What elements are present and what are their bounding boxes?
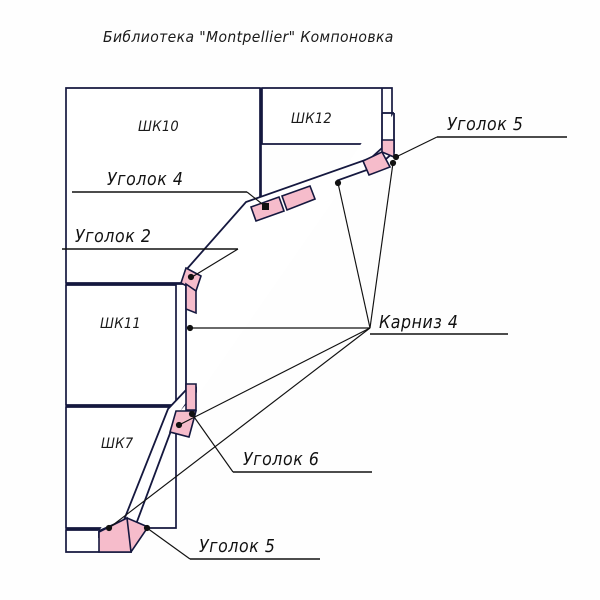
joint-elbow-lower bbox=[169, 410, 198, 438]
leader-karniz-bottom bbox=[108, 327, 371, 529]
leader-ugolok2 bbox=[191, 248, 239, 278]
shk11-box bbox=[65, 284, 177, 406]
joint-vertical-upper bbox=[185, 282, 197, 315]
leader-dot-karniz-horizontal bbox=[186, 324, 194, 332]
divider-lines bbox=[66, 88, 383, 530]
leader-dot-ugolok5-bottom bbox=[143, 524, 151, 532]
joint-bottom-horizontal bbox=[98, 516, 132, 553]
cabinet-label-shk11: ШК11 bbox=[100, 316, 141, 332]
leader-dot-ugolok6 bbox=[188, 410, 196, 418]
leader-ugolok5-bottom bbox=[146, 527, 191, 560]
leader-ugolok5-top bbox=[395, 136, 438, 158]
leader-dot-karniz-upper-diagonal bbox=[334, 179, 342, 187]
leader-karniz-lower-diagonal bbox=[178, 327, 371, 426]
cornice-joints bbox=[98, 139, 395, 554]
leader-dot-ugolok4 bbox=[262, 203, 269, 210]
part-label-ugolok-5-bottom: Уголок 5 bbox=[199, 537, 276, 557]
leader-dot-ugolok2 bbox=[187, 273, 195, 281]
leader-karniz-upper-diagonal bbox=[337, 182, 371, 329]
part-label-ugolok-4: Уголок 4 bbox=[107, 170, 184, 190]
leader-dot-karniz-top-right bbox=[389, 159, 397, 167]
joint-diagonal-upper bbox=[280, 184, 317, 212]
leader-karniz-top-right bbox=[369, 162, 394, 329]
part-label-ugolok-5-top: Уголок 5 bbox=[447, 115, 524, 135]
leader-dot-karniz-bottom bbox=[105, 524, 113, 532]
part-label-ugolok-6: Уголок 6 bbox=[243, 450, 320, 470]
cabinet-labels: ШК10 ШК12 ШК11 ШК7 bbox=[100, 111, 332, 452]
leader-dot-karniz-lower-diagonal bbox=[175, 421, 183, 429]
joint-top-right-diagonal bbox=[361, 150, 392, 177]
leader-ugolok6 bbox=[191, 413, 234, 473]
label-underlines bbox=[62, 136, 567, 560]
cabinet-label-shk7: ШК7 bbox=[101, 436, 134, 452]
diagram-title: Библиотека "Montpellier" Компоновка bbox=[103, 28, 394, 46]
part-labels: Уголок 5 Уголок 4 Уголок 2 Карниз 4 Угол… bbox=[75, 115, 524, 557]
cabinet-label-shk12: ШК12 bbox=[291, 111, 332, 127]
joint-vertical-lower bbox=[185, 383, 197, 411]
leader-lines bbox=[105, 136, 438, 560]
part-label-ugolok-2: Уголок 2 bbox=[75, 227, 152, 247]
part-label-karniz-4: Карниз 4 bbox=[379, 313, 459, 333]
cabinet-label-shk10: ШК10 bbox=[138, 119, 179, 135]
leader-dot-ugolok5-top bbox=[392, 153, 400, 161]
